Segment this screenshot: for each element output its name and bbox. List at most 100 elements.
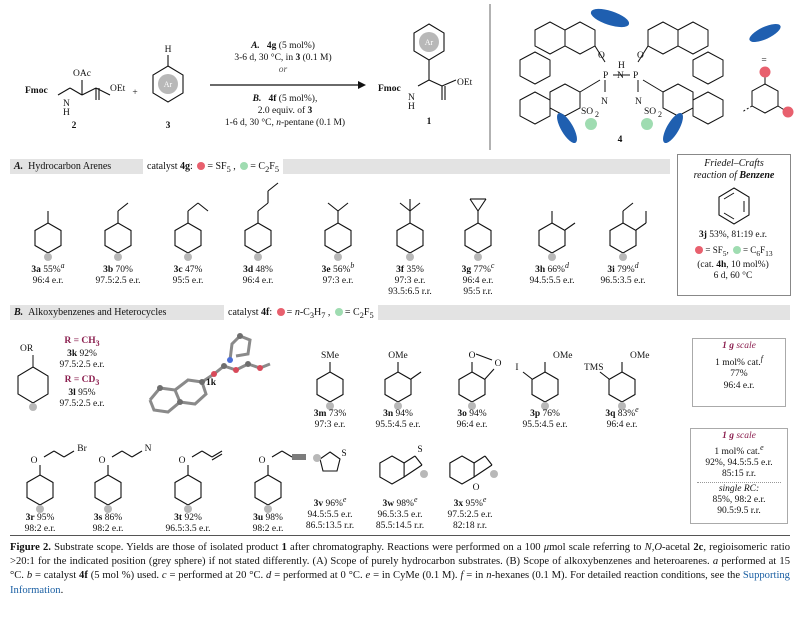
- condition-b-text: B. 4f (5 mol%), 2.0 equiv. of 3 1-6 d, 3…: [224, 94, 346, 128]
- nh-label: N: [63, 99, 70, 109]
- legend-equals: =: [761, 56, 766, 66]
- cat-so2-left-sub: 2: [595, 110, 599, 119]
- o-label-3s: O: [99, 456, 106, 466]
- arene-3r-structure: [26, 474, 54, 506]
- figure-caption: Figure 2. Substrate scope. Yields are th…: [10, 542, 790, 596]
- arene-3o-structure: [458, 371, 486, 403]
- label-3o: 3o 94%96:4 e.r.: [456, 409, 488, 431]
- fc-green-dot: [732, 246, 741, 254]
- label-3s: 3s 86%98:2 e.r.: [92, 513, 124, 535]
- product-ar-label: Ar: [425, 38, 434, 47]
- xray-label: 1k: [205, 378, 217, 388]
- alkoxybenzene-structure: [17, 355, 49, 411]
- cat-nl: N: [601, 97, 608, 107]
- fc-result: 3j 53%, 81:19 e.r.: [698, 230, 768, 240]
- o-label-3t: O: [179, 456, 186, 466]
- n3-label: N: [145, 444, 152, 454]
- s-label-3w: S: [417, 445, 422, 455]
- ome-label: OMe: [388, 351, 408, 361]
- benzofuran-3x-structure: [449, 455, 475, 485]
- c2f5-dot: [240, 162, 249, 170]
- tms-label: TMS: [584, 363, 604, 373]
- section-b-catalyst-legend: catalyst 4f: = n-C3H7 , = C2F5: [224, 305, 378, 323]
- xray-structure-1k: [148, 333, 271, 414]
- fc-legend: = SF5, = C6F13: [678, 245, 788, 259]
- label-3b: 3b 70%97.5:2.5 e.r.: [95, 265, 141, 287]
- o2-label: O: [495, 359, 502, 369]
- cat-p2: P: [633, 71, 638, 81]
- product-fmoc-label: Fmoc: [378, 84, 401, 94]
- product-n-label: N: [408, 93, 415, 103]
- compound-1-id: 1: [427, 117, 432, 127]
- arene-3e-structure: [324, 222, 352, 261]
- fmoc-label: Fmoc: [25, 86, 48, 96]
- arene-3c-structure: [174, 222, 202, 261]
- label-3f: 3f 35%97:3 e.r.93.5:6.5 r.r.: [388, 265, 432, 298]
- product-oet-label: OEt: [457, 78, 473, 88]
- cat-so2-right: SO: [644, 107, 656, 117]
- product-h-label: H: [408, 102, 415, 112]
- arene-3s-structure: [94, 474, 122, 506]
- arene-3t-structure: [174, 474, 202, 506]
- caption-separator: [10, 535, 790, 536]
- ome-label-3q: OMe: [630, 351, 650, 361]
- label-3c: 3c 47%95:5 e.r.: [172, 265, 204, 287]
- arene-3q-structure: [608, 371, 636, 403]
- s-label-3v: S: [341, 449, 346, 459]
- section-b-title: B. Alkoxybenzenes and Heterocycles: [14, 307, 167, 318]
- cat-so2-left: SO: [581, 107, 593, 117]
- plus-sign: +: [132, 88, 137, 98]
- label-3t: 3t 92%96.5:3.5 e.r.: [165, 513, 211, 535]
- friedel-crafts-box: Friedel–Crafts reaction of Benzene: [677, 154, 791, 296]
- scale-box-2: 1 g scale 1 mol% cat.e 92%, 94.5:5.5 e.r…: [690, 428, 788, 524]
- h-label: H: [63, 108, 70, 118]
- o1-label: O: [469, 351, 476, 361]
- label-3p: 3p 76%95.5:4.5 e.r.: [522, 409, 568, 431]
- reactant-2-structure: [57, 80, 111, 100]
- reactant-3-ring: [152, 55, 184, 103]
- cat-so2-right-sub: 2: [658, 110, 662, 119]
- supporting-information-link[interactable]: Supporting Information: [10, 570, 790, 596]
- br-label: Br: [77, 444, 87, 454]
- ome-label-3p: OMe: [553, 351, 573, 361]
- arene-3i-structure: [609, 222, 637, 261]
- compound-3-id: 3: [166, 121, 171, 131]
- label-3d: 3d 48%96:4 e.r.: [242, 265, 274, 287]
- oac-label: OAc: [73, 69, 91, 79]
- arene-3m-structure: [316, 371, 344, 403]
- c2f5-dot-b: [334, 308, 343, 316]
- cat-p1: P: [603, 71, 608, 81]
- product-1-structure: [413, 23, 457, 100]
- label-3r: 3r 95%98:2 e.r.: [24, 513, 56, 535]
- section-a-title: A. Hydrocarbon Arenes: [14, 161, 112, 172]
- label-3m: 3m 73%97:3 e.r.: [313, 409, 347, 431]
- arene-3f-structure: [396, 222, 424, 261]
- section-b-band: [10, 305, 790, 320]
- catalyst-4-structure: [519, 21, 724, 125]
- arene-3d-structure: [244, 222, 272, 261]
- label-3n: 3n 94%95.5:4.5 e.r.: [375, 409, 421, 431]
- o-label-3x: O: [473, 483, 480, 493]
- section-a-structures: [34, 182, 647, 261]
- o-label-3u: O: [259, 456, 266, 466]
- fc-red-dot: [695, 246, 704, 254]
- reaction-scheme: OAc OEt Fmoc N H 2 + H Ar 3 Ar Fmoc N H …: [25, 4, 794, 150]
- cat-nr: N: [635, 97, 642, 107]
- arene-3n-structure: [384, 371, 412, 403]
- arene-3b-structure: [104, 222, 132, 261]
- fc-conditions: (cat. 4h, 10 mol%) 6 d, 60 °C: [697, 260, 769, 281]
- benzothiophene-3w-structure: [379, 455, 405, 485]
- legend-aryl-ring: [741, 74, 787, 114]
- h-atom-label: H: [165, 45, 172, 55]
- sf5-dot: [197, 162, 206, 170]
- benzene-3j-structure: [718, 187, 750, 225]
- ar-label: Ar: [164, 80, 173, 89]
